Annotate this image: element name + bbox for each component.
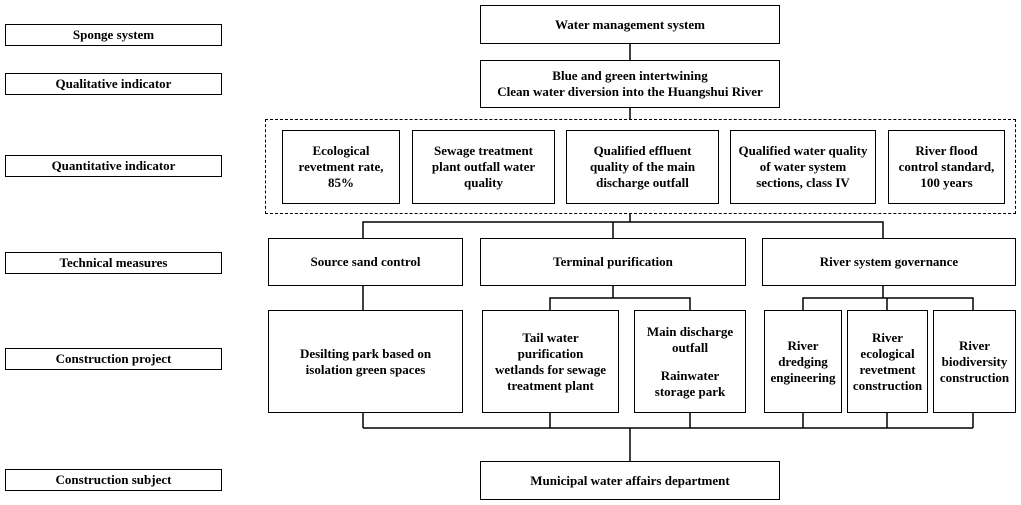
- project-biodiversity-line-2: biodiversity: [941, 353, 1008, 369]
- level-quantitative-indicator: Quantitative indicator: [5, 155, 222, 177]
- level-technical-measures: Technical measures: [5, 252, 222, 274]
- level-quantitative-text: Quantitative indicator: [51, 158, 176, 173]
- project-revetment-line-3: revetment: [859, 361, 916, 377]
- project-desilting-line-2: isolation green spaces: [305, 361, 426, 377]
- level-construction-subject: Construction subject: [5, 469, 222, 491]
- indicator-water-quality-line-1: Qualified water quality: [738, 143, 868, 158]
- indicator-main-outfall-quality: Qualified effluent quality of the main d…: [566, 130, 719, 204]
- indicator-effluent-line-2: quality of the main: [589, 159, 696, 174]
- qualitative-line-2: Clean water diversion into the Huangshui…: [497, 84, 763, 99]
- qualitative-indicator-box: Blue and green intertwining Clean water …: [480, 60, 780, 108]
- project-river-dredging: River dredging engineering: [764, 310, 842, 413]
- indicator-flood-line-2: control standard,: [898, 159, 995, 174]
- indicator-sewage-line-2: plant outfall water: [431, 159, 536, 174]
- water-management-system-box: Water management system: [480, 5, 780, 44]
- qualitative-line-1: Blue and green intertwining: [552, 68, 708, 83]
- connector-projects-subject: [362, 413, 974, 461]
- project-dredging-line-1: River: [787, 337, 819, 353]
- indicator-revetment-line-1: Ecological: [312, 143, 370, 158]
- measure-governance-text: River system governance: [819, 254, 959, 269]
- project-dredging-line-3: engineering: [770, 369, 836, 385]
- measure-source-sand-control: Source sand control: [268, 238, 463, 286]
- project-revetment-line-2: ecological: [860, 345, 915, 361]
- level-qualitative-indicator: Qualitative indicator: [5, 73, 222, 95]
- indicator-flood-line-3: 100 years: [920, 175, 973, 190]
- level-qualitative-text: Qualitative indicator: [55, 76, 172, 91]
- measure-terminal-text: Terminal purification: [553, 254, 673, 269]
- project-tail-line-3: wetlands for sewage: [495, 361, 606, 377]
- connector-quantitative-measures: [362, 214, 884, 238]
- project-river-biodiversity: River biodiversity construction: [933, 310, 1016, 413]
- project-outfall-storage-park: Main discharge outfall Rainwater storage…: [634, 310, 746, 413]
- project-tail-line-4: treatment plant: [507, 377, 594, 393]
- indicator-revetment-line-3: 85%: [328, 175, 354, 190]
- connector-governance-projects: [802, 286, 974, 310]
- project-desilting-park: Desilting park based on isolation green …: [268, 310, 463, 413]
- project-tail-line-1: Tail water: [522, 329, 579, 345]
- indicator-revetment-rate: Ecological revetment rate, 85%: [282, 130, 400, 204]
- project-biodiversity-line-3: construction: [939, 369, 1010, 385]
- indicator-sewage-outfall: Sewage treatment plant outfall water qua…: [412, 130, 555, 204]
- project-tail-line-2: purification: [517, 345, 584, 361]
- project-river-revetment: River ecological revetment construction: [847, 310, 928, 413]
- project-desilting-line-1: Desilting park based on: [299, 345, 432, 361]
- indicator-water-quality-line-3: sections, class IV: [756, 175, 850, 190]
- indicator-water-system-quality: Qualified water quality of water system …: [730, 130, 876, 204]
- level-project-text: Construction project: [55, 351, 172, 366]
- level-sponge-system-text: Sponge system: [72, 27, 155, 42]
- water-management-system-text: Water management system: [555, 16, 705, 32]
- measure-source-text: Source sand control: [310, 254, 421, 269]
- level-subject-text: Construction subject: [55, 472, 172, 487]
- project-outfall-line-2: outfall: [671, 339, 709, 355]
- level-construction-project: Construction project: [5, 348, 222, 370]
- project-revetment-line-4: construction: [852, 377, 923, 393]
- municipal-water-affairs-department: Municipal water affairs department: [480, 461, 780, 500]
- connector-terminal-projects: [549, 286, 691, 310]
- quantitative-indicator-group: [265, 119, 1016, 214]
- measure-river-system-governance: River system governance: [762, 238, 1016, 286]
- indicator-revetment-line-2: revetment rate,: [298, 159, 384, 174]
- indicator-sewage-line-1: Sewage treatment: [433, 143, 534, 158]
- project-outfall-line-4: storage park: [654, 383, 726, 399]
- project-outfall-line-3: Rainwater: [660, 367, 720, 383]
- project-biodiversity-line-1: River: [958, 337, 991, 353]
- measure-terminal-purification: Terminal purification: [480, 238, 746, 286]
- indicator-water-quality-line-2: of water system: [759, 159, 847, 174]
- indicator-effluent-line-3: discharge outfall: [596, 175, 689, 190]
- indicator-sewage-line-3: quality: [463, 175, 503, 190]
- indicator-effluent-line-1: Qualified effluent: [593, 143, 692, 158]
- project-revetment-line-1: River: [871, 329, 904, 345]
- project-outfall-line-1: Main discharge: [646, 323, 734, 339]
- level-technical-text: Technical measures: [59, 255, 168, 270]
- project-dredging-line-2: dredging: [778, 353, 828, 369]
- indicator-flood-control: River flood control standard, 100 years: [888, 130, 1005, 204]
- project-tail-water-wetlands: Tail water purification wetlands for sew…: [482, 310, 619, 413]
- subject-text: Municipal water affairs department: [530, 472, 730, 488]
- indicator-flood-line-1: River flood: [915, 143, 978, 158]
- level-sponge-system: Sponge system: [5, 24, 222, 46]
